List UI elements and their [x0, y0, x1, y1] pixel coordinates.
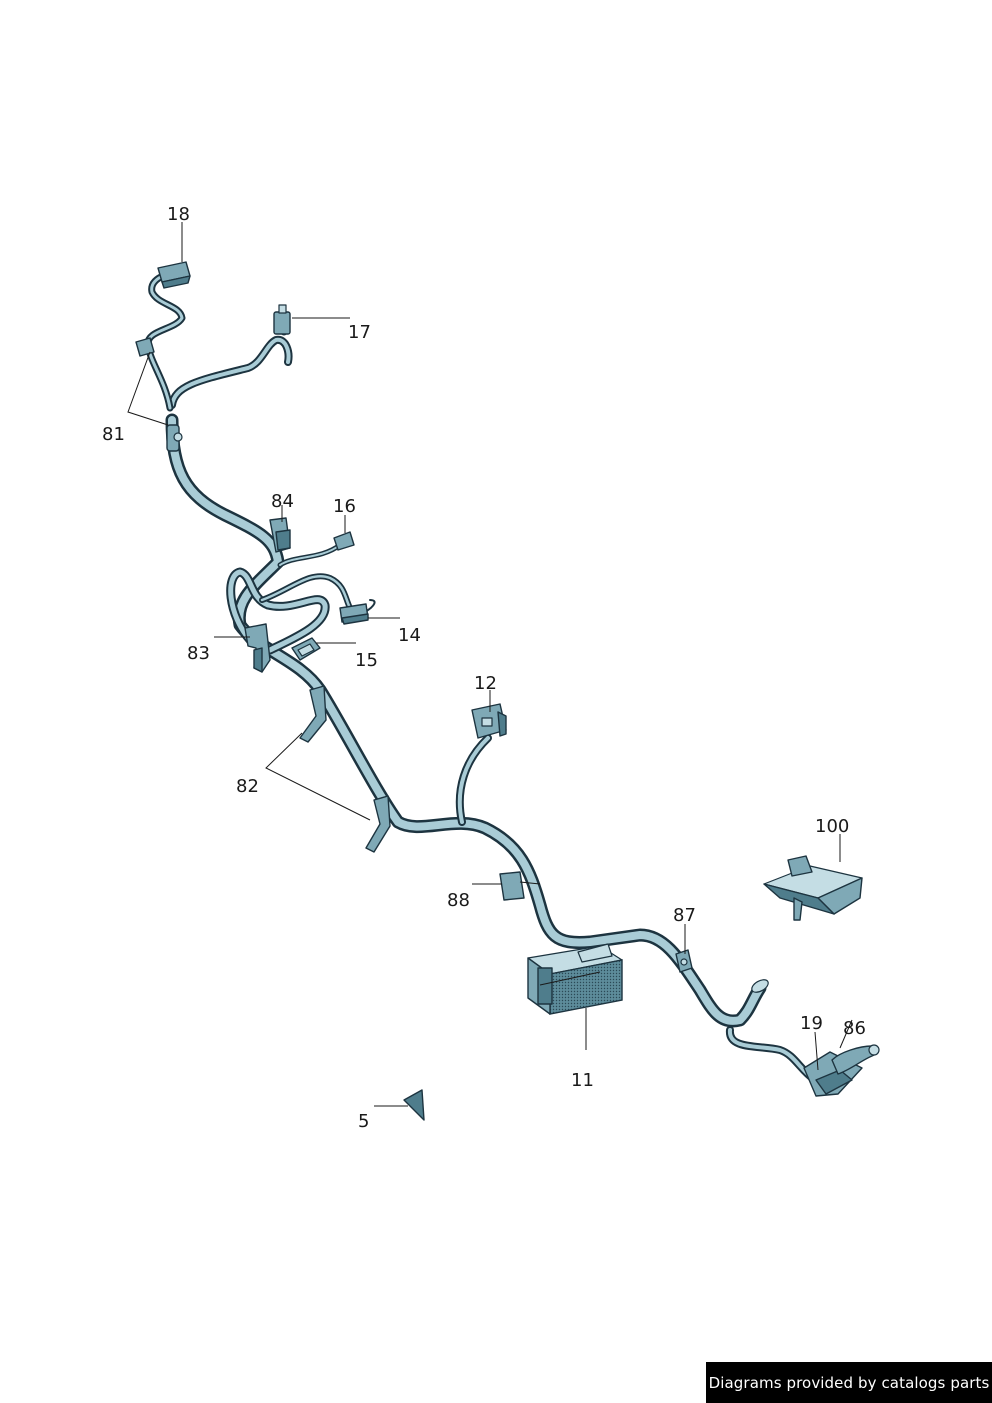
connector-16-icon — [333, 531, 355, 551]
callout-18: 18 — [167, 204, 190, 225]
callout-14: 14 — [398, 625, 421, 646]
callout-83: 83 — [187, 643, 210, 664]
control-unit-11-icon — [527, 943, 623, 1015]
callout-84: 84 — [271, 491, 294, 512]
callout-15: 15 — [355, 650, 378, 671]
bracket-82-icon — [299, 685, 391, 853]
callout-11: 11 — [571, 1070, 594, 1091]
leader-lines — [127, 222, 853, 1107]
diagram-credit-footer: Diagrams provided by catalogs parts — [706, 1362, 992, 1403]
boot-86-icon — [831, 1044, 880, 1075]
cover-100-icon — [763, 855, 863, 921]
clip-15-icon — [291, 637, 321, 661]
connector-12-icon — [471, 703, 507, 739]
clip-84-icon — [269, 517, 291, 553]
clip-87-icon — [675, 949, 693, 973]
holder-88-icon — [499, 871, 541, 901]
marker-5-icon — [403, 1089, 425, 1121]
callout-16: 16 — [333, 496, 356, 517]
callout-87: 87 — [673, 905, 696, 926]
connector-14-icon — [339, 603, 369, 625]
wire-harness — [144, 272, 819, 1084]
callout-86: 86 — [843, 1018, 866, 1039]
callout-labels: 18 17 81 84 16 14 83 15 12 82 100 88 87 … — [102, 204, 866, 1132]
callout-100: 100 — [815, 816, 849, 837]
callout-19: 19 — [800, 1013, 823, 1034]
bracket-83-icon — [244, 623, 271, 673]
footer-credit-text: Diagrams provided by catalogs parts — [708, 1373, 990, 1392]
clip-81-icon — [135, 337, 183, 452]
callout-17: 17 — [348, 322, 371, 343]
callout-12: 12 — [474, 673, 497, 694]
callout-81: 81 — [102, 424, 125, 445]
connector-17-icon — [273, 304, 291, 335]
connector-18-icon — [157, 261, 191, 289]
components — [135, 261, 880, 1121]
callout-82: 82 — [236, 776, 259, 797]
callout-5: 5 — [358, 1111, 369, 1132]
grommet-icon — [751, 979, 769, 993]
callout-88: 88 — [447, 890, 470, 911]
